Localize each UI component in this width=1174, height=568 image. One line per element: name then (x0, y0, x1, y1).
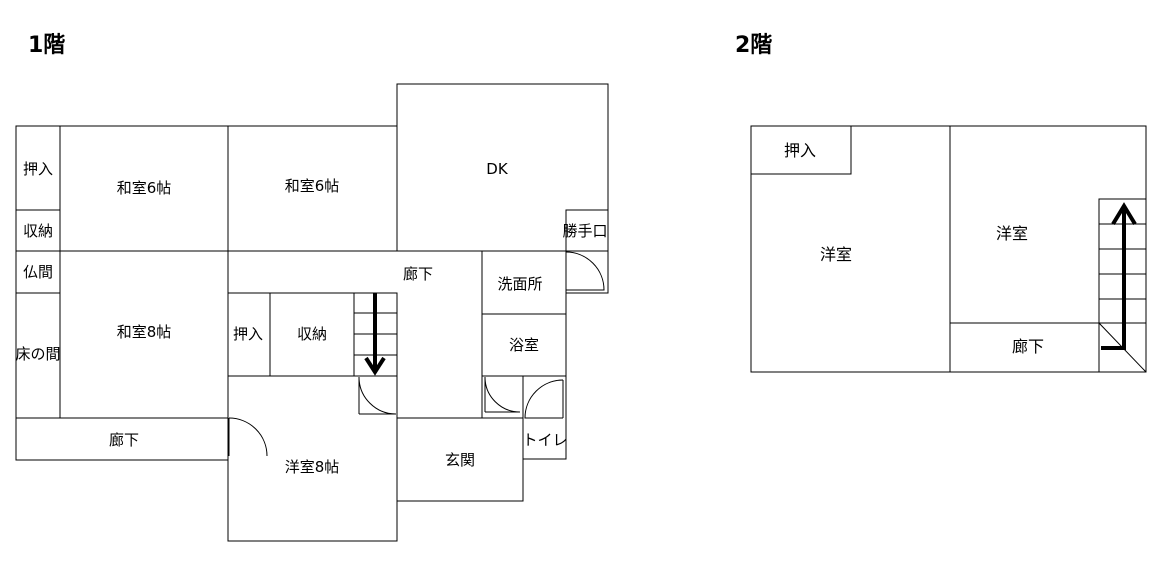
floor-1-plan: 押入 収納 仏間 床の間 和室6帖 和室6帖 和室8帖 DK 勝手口 廊下 洗面… (15, 83, 609, 542)
door-katteguchi (565, 251, 605, 291)
door-youshitsu-8 (228, 417, 268, 457)
label-dk: DK (486, 160, 509, 178)
floor-2-plan: 押入 洋室 洋室 廊下 (750, 125, 1147, 373)
floor-2-heading: 2階 (735, 33, 772, 58)
floor-2-outline (750, 125, 1147, 373)
label-rouka-bottom: 廊下 (109, 431, 139, 449)
label-yokushitsu: 浴室 (509, 336, 539, 354)
label-washitsu-6-left: 和室6帖 (117, 179, 172, 197)
label-senmenjo: 洗面所 (497, 275, 542, 293)
label-oshiire-center: 押入 (233, 325, 263, 343)
label-oshiire: 押入 (23, 160, 53, 178)
label-toilet: トイレ (522, 431, 567, 449)
label-2f-youshitsu-left: 洋室 (820, 245, 852, 264)
label-2f-youshitsu-right: 洋室 (996, 224, 1028, 243)
stair-2f (1098, 198, 1147, 373)
label-washitsu-6-right: 和室6帖 (285, 177, 340, 195)
label-genkan: 玄関 (445, 451, 475, 469)
label-2f-oshiire: 押入 (784, 141, 816, 160)
label-butsuma: 仏間 (23, 263, 53, 281)
stair-2f-arrow-icon (1101, 202, 1137, 350)
label-rouka-center: 廊下 (403, 265, 433, 283)
label-washitsu-8: 和室8帖 (117, 323, 172, 341)
label-youshitsu-8: 洋室8帖 (285, 458, 340, 476)
label-shuno-center: 収納 (297, 325, 327, 343)
stair-1f-arrow-icon (364, 293, 386, 376)
label-tokonoma: 床の間 (15, 345, 60, 363)
door-stair-hall (358, 376, 397, 415)
label-2f-rouka: 廊下 (1012, 337, 1044, 356)
label-shuno: 収納 (23, 222, 53, 240)
door-yokushitsu (484, 376, 521, 413)
floor-1-heading: 1階 (28, 33, 65, 58)
door-toilet (524, 379, 564, 419)
label-katteguchi: 勝手口 (562, 222, 607, 240)
room-toilet (522, 375, 567, 460)
room-2f-oshiire (750, 125, 852, 175)
